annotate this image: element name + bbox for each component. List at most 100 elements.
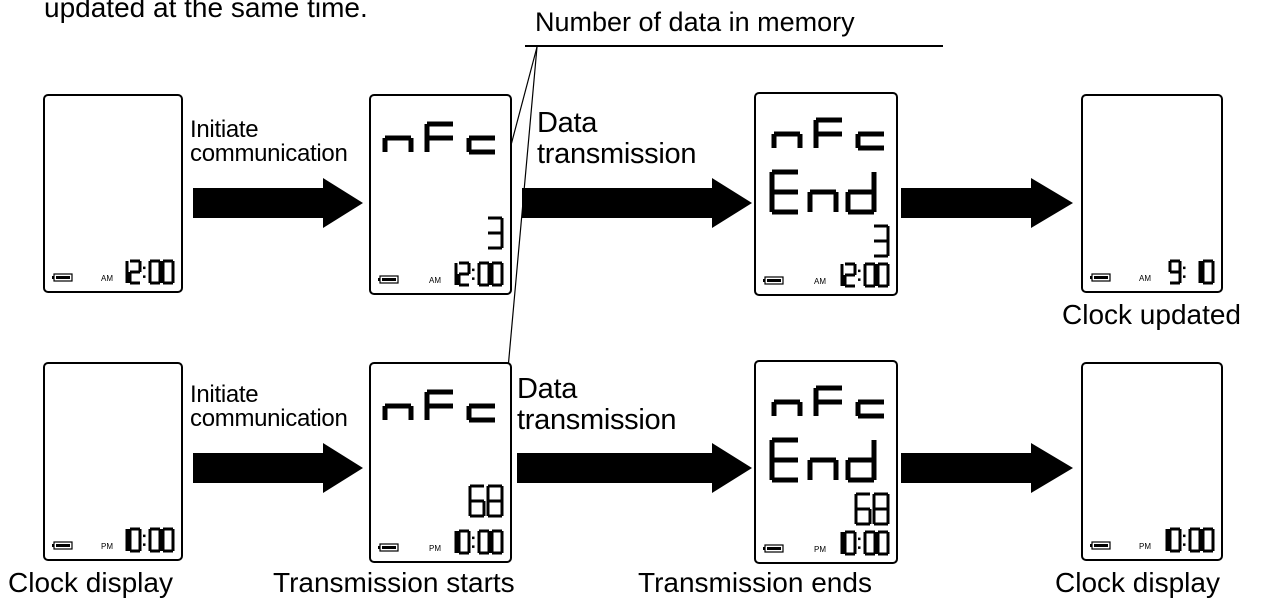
battery-icon: [378, 275, 399, 284]
time-digit: [843, 262, 857, 288]
nfc-char: [813, 117, 842, 148]
arrow-label-initiate-row2: Initiate communication: [190, 383, 348, 431]
time-digit: [161, 527, 175, 553]
nfc-char: [466, 135, 495, 155]
nfc-char: [424, 121, 453, 152]
lcd-display: AM: [763, 117, 890, 288]
end-char: [769, 437, 798, 483]
nfc-char: [855, 399, 884, 419]
colon-dot: [858, 546, 861, 549]
battery-icon: [1090, 541, 1111, 550]
arrow-label-line2: transmission: [517, 404, 677, 436]
time-digit: [457, 529, 471, 555]
nfc-char: [771, 399, 803, 416]
time-digit: [477, 261, 491, 287]
time-digit: [148, 259, 162, 285]
lcd-screen-row1-end: AM: [754, 92, 898, 296]
lcd-screen-row2-start: PM: [369, 362, 512, 563]
time-digit: [148, 527, 162, 553]
battery-icon: [763, 276, 784, 285]
right-arrow-icon: [517, 443, 752, 493]
time-digit: [457, 261, 471, 287]
lcd-screen-row2-end: PM: [754, 360, 898, 564]
colon-dot: [1183, 266, 1186, 270]
colon-dot: [472, 545, 475, 548]
time-digit: [490, 261, 504, 287]
arrow-label-line1: Data: [537, 107, 598, 139]
nfc-char: [771, 131, 803, 148]
ampm-label: PM: [101, 542, 113, 551]
colon-dot: [143, 543, 146, 546]
colon-dot: [143, 275, 146, 278]
caption-clock-updated: Clock updated: [1062, 299, 1242, 330]
top-note: updated at the same time.: [44, 0, 368, 23]
colon-dot: [858, 278, 861, 281]
count-digit: [854, 492, 872, 526]
time-digit: [863, 530, 877, 556]
nfc-char: [382, 403, 414, 420]
lcd-display: PM: [763, 385, 890, 556]
count-digit: [488, 216, 504, 250]
caption-transmission-ends: Transmission ends: [638, 567, 872, 598]
arrow-label-line2: transmission: [537, 138, 697, 170]
lcd-screen-row1-updated: AM: [1081, 94, 1223, 293]
count-digit: [872, 492, 890, 526]
time-digit: [876, 262, 890, 288]
caption-transmission-starts: Transmission starts: [273, 567, 515, 598]
right-arrow-icon: [901, 443, 1073, 493]
time-digit: [477, 529, 491, 555]
time-digit: [863, 262, 877, 288]
ampm-label: PM: [814, 545, 826, 554]
count-digit: [468, 484, 486, 518]
time-digit: [128, 259, 142, 285]
lcd-display: AM: [1090, 259, 1215, 285]
lcd-display: PM: [378, 389, 504, 555]
colon-dot: [1183, 534, 1186, 538]
lcd-display: AM: [52, 259, 175, 285]
count-digit: [874, 224, 890, 258]
end-char: [807, 189, 839, 212]
right-arrow-icon: [901, 178, 1073, 228]
time-digit: [1201, 259, 1215, 285]
time-digit: [128, 527, 142, 553]
arrow-label-data-row1: Data transmission: [537, 108, 696, 170]
end-char: [769, 169, 798, 215]
ampm-label: PM: [1139, 542, 1151, 551]
colon-dot: [472, 268, 475, 272]
lcd-screen-row1-clock: AM: [43, 94, 183, 293]
lcd-screen-row2-clock: PM: [43, 362, 183, 561]
colon-dot: [1183, 275, 1186, 278]
colon-dot: [472, 277, 475, 280]
callout-label: Number of data in memory: [535, 7, 855, 37]
battery-icon: [52, 273, 73, 282]
end-char: [807, 457, 839, 480]
lcd-screen-row2-clock-again: PM: [1081, 362, 1223, 561]
arrow-label-line2: communication: [190, 405, 348, 432]
time-digit: [1168, 259, 1182, 285]
right-arrow-icon: [522, 178, 752, 228]
battery-icon: [763, 544, 784, 553]
end-char: [845, 440, 877, 483]
arrow-label-initiate-row1: Initiate communication: [190, 118, 348, 166]
colon-dot: [143, 534, 146, 538]
battery-icon: [378, 543, 399, 552]
time-digit: [843, 530, 857, 556]
lcd-screen-row1-start: AM: [369, 94, 512, 295]
ampm-label: PM: [429, 544, 441, 553]
time-digit: [161, 259, 175, 285]
battery-icon: [1090, 273, 1111, 282]
arrow-label-line1: Data: [517, 373, 578, 405]
colon-dot: [472, 536, 475, 540]
end-char: [845, 172, 877, 215]
time-digit: [876, 530, 890, 556]
colon-dot: [858, 537, 861, 541]
caption-clock-display: Clock display: [8, 567, 173, 598]
battery-icon: [52, 541, 73, 550]
callout-underline: [525, 45, 943, 47]
arrow-label-data-row2: Data transmission: [517, 374, 676, 436]
time-digit: [490, 529, 504, 555]
lcd-display: PM: [1090, 527, 1215, 553]
time-digit: [1168, 527, 1182, 553]
nfc-char: [424, 389, 453, 420]
arrow-label-line2: communication: [190, 140, 348, 167]
